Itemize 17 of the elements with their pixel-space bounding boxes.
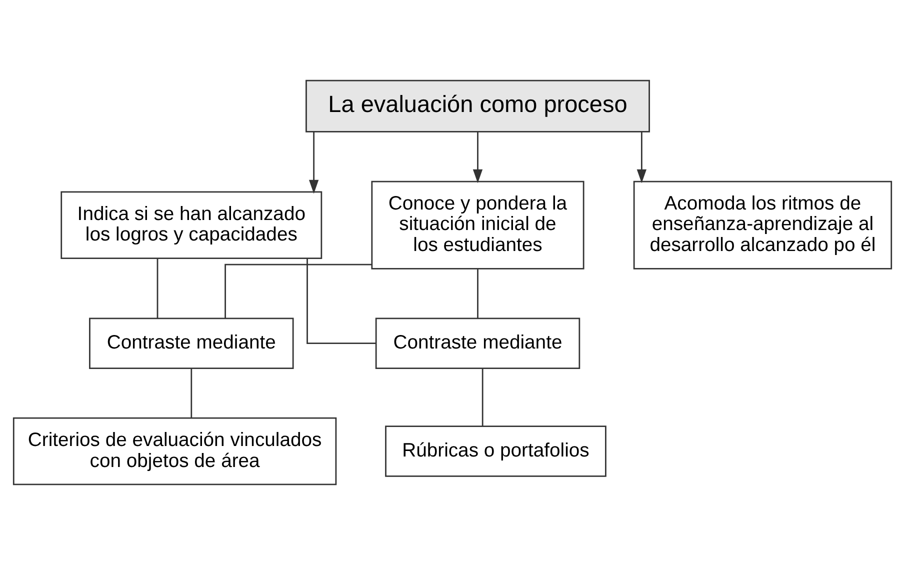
arrow (308, 132, 319, 194)
node-box: La evaluación como proceso (306, 80, 650, 132)
connector (306, 258, 376, 344)
connector (477, 269, 478, 318)
node-box: Rúbricas o portafolios (385, 426, 606, 477)
node-box: Acomoda los ritmos de enseñanza-aprendizaje al desarrollo alcanzado po él (633, 180, 892, 270)
node-box: Criterios de evaluación vinculados con objetos de área (12, 417, 337, 486)
connector (190, 368, 192, 418)
connector (224, 264, 372, 318)
connector (156, 258, 158, 318)
connector (482, 368, 484, 426)
node-box: Contraste mediante (89, 318, 294, 369)
node-box: Contraste mediante (375, 318, 580, 369)
node-box: Conoce y pondera la situación inicial de los estudiantes (371, 180, 584, 270)
node-box: Indica si se han alcanzado los logros y capacidades (60, 191, 322, 259)
arrow (636, 132, 647, 184)
arrow (472, 132, 483, 184)
